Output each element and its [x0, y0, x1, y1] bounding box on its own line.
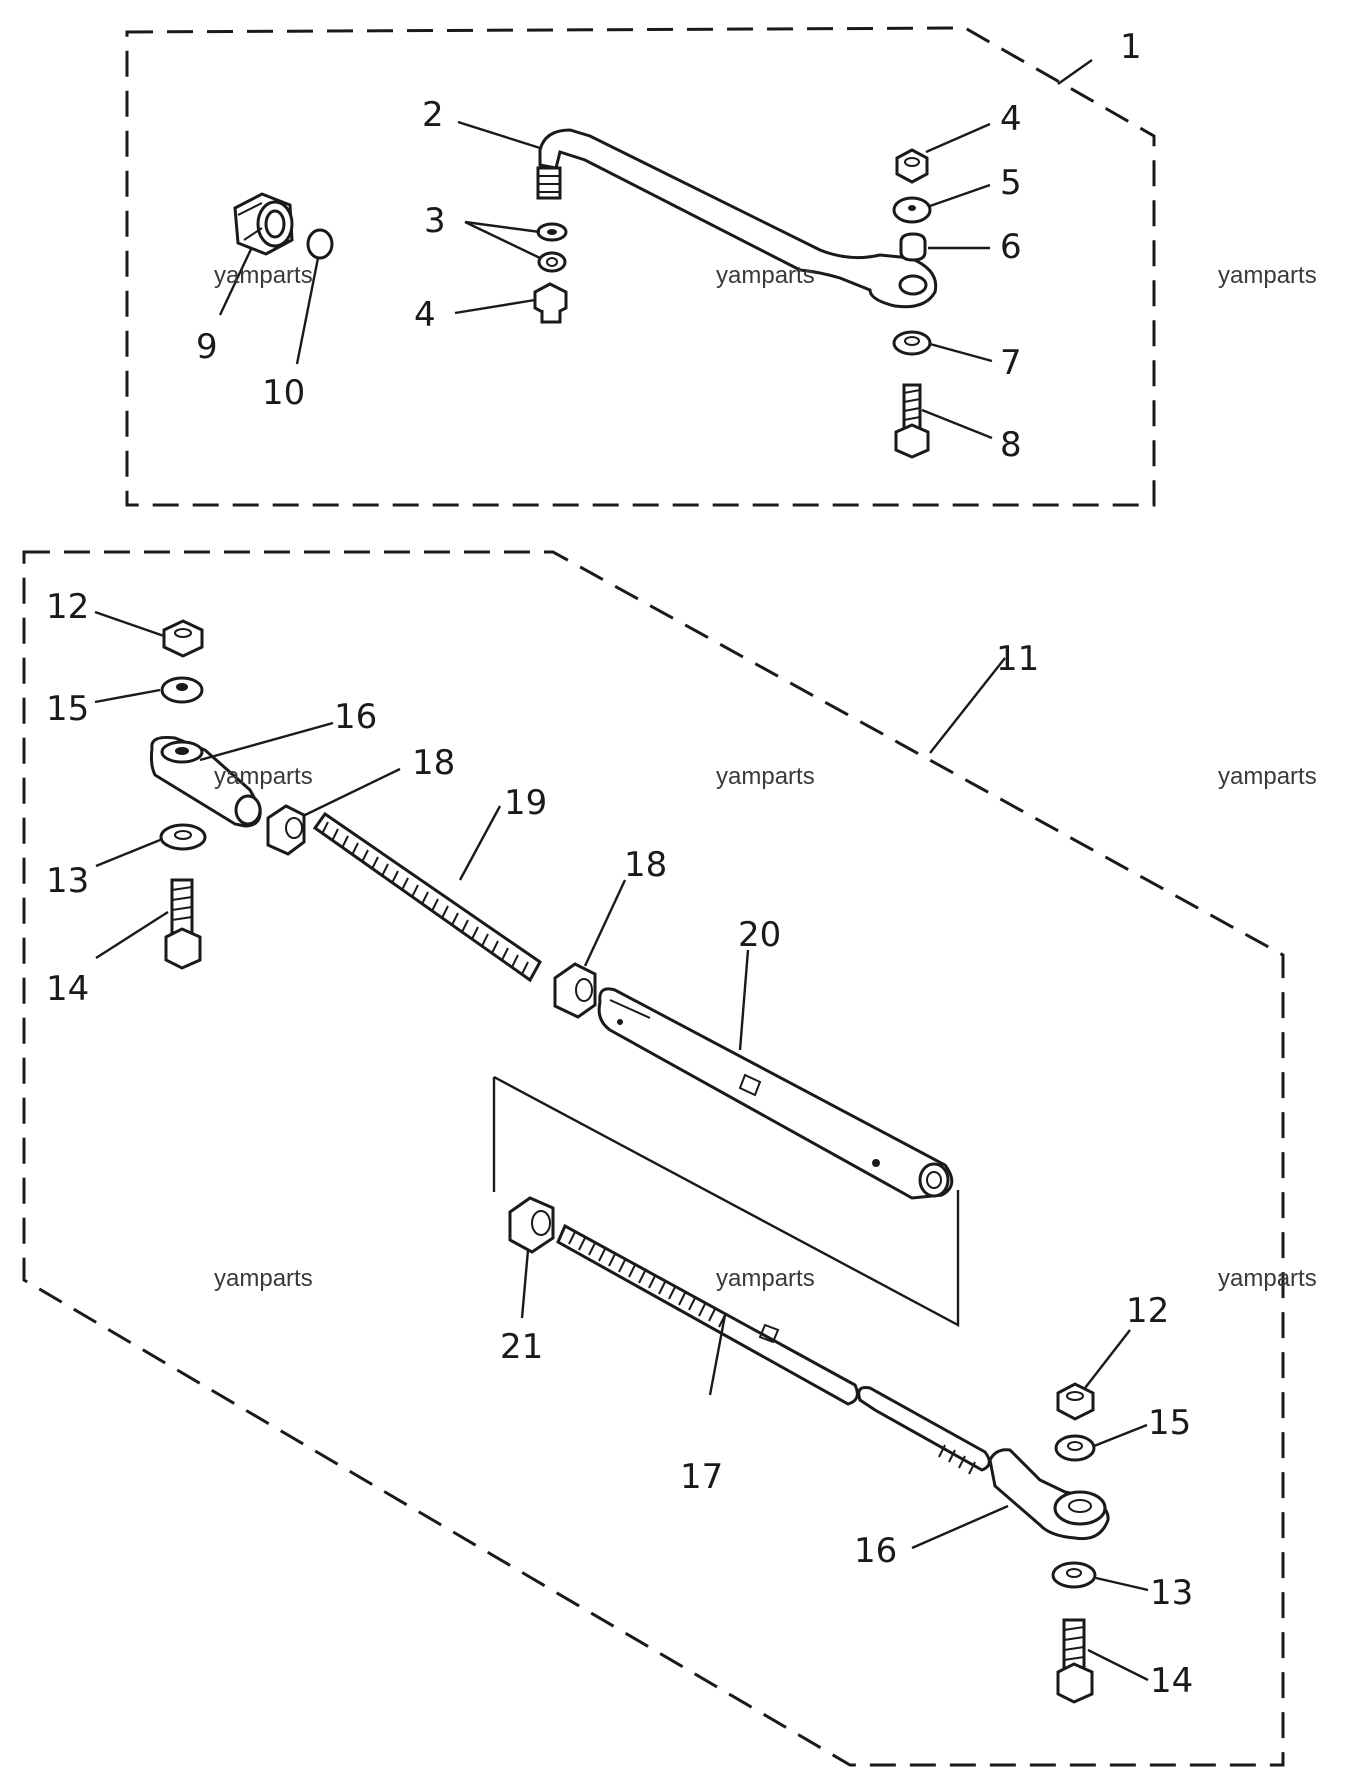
- part-16-rod-end-right: [988, 1448, 1110, 1541]
- part-3-washers: [536, 222, 568, 273]
- callout-19: 19: [504, 783, 547, 823]
- callout-16-left: 16: [334, 697, 377, 737]
- callout-14-right: 14: [1150, 1661, 1193, 1701]
- watermark: yamparts: [214, 763, 313, 790]
- group-11-outline: [22, 550, 1285, 1767]
- part-14-bolt-right: [1056, 1618, 1094, 1704]
- part-14-bolt-left: [164, 878, 202, 970]
- part-16-rod-end-left: [149, 736, 262, 828]
- watermark: yamparts: [716, 1265, 815, 1292]
- callout-15-right: 15: [1148, 1403, 1191, 1443]
- part-18-nut-middle: [553, 962, 597, 1019]
- part-4-nut-right: [895, 148, 929, 184]
- callout-2: 2: [422, 95, 444, 135]
- callout-labels: 1 2 3 4 4 5 6 7 8 9 10 11 12 15 16 18 19…: [46, 27, 1193, 1701]
- watermark: yamparts: [1218, 1265, 1317, 1292]
- watermarks: yamparts yamparts yamparts yamparts yamp…: [214, 262, 1317, 1292]
- part-12-nut-left: [162, 619, 204, 658]
- part-20-tube: [597, 987, 954, 1200]
- callout-13-right: 13: [1150, 1573, 1193, 1613]
- part-6-collar: [899, 232, 927, 262]
- part-18-nut-left: [266, 804, 306, 856]
- part-21-nut: [508, 1196, 555, 1254]
- part-13-washer-right: [1051, 1561, 1097, 1589]
- callout-18-middle: 18: [624, 845, 667, 885]
- part-10-o-ring: [306, 228, 334, 260]
- callout-5: 5: [1000, 163, 1022, 203]
- callout-11: 11: [996, 639, 1039, 679]
- callout-12-right: 12: [1126, 1291, 1169, 1331]
- leader-lines: [94, 59, 1149, 1682]
- callout-21: 21: [500, 1327, 543, 1367]
- callout-6: 6: [1000, 227, 1022, 267]
- watermark: yamparts: [716, 262, 815, 289]
- group-1-outline: [125, 26, 1156, 507]
- watermark: yamparts: [1218, 763, 1317, 790]
- part-9-cap-nut: [233, 192, 294, 256]
- watermark: yamparts: [214, 262, 313, 289]
- part-15-collar-right: [1054, 1434, 1096, 1462]
- part-7-washer: [892, 330, 932, 356]
- part-17-adjuster-rod: [556, 1223, 991, 1475]
- callout-7: 7: [1000, 343, 1022, 383]
- callout-17: 17: [680, 1457, 723, 1497]
- callout-14-left: 14: [46, 969, 89, 1009]
- part-13-washer-left: [159, 823, 207, 851]
- part-8-bolt: [894, 383, 930, 459]
- callout-9: 9: [196, 327, 218, 367]
- assembly-bracket: [492, 1075, 960, 1328]
- callout-1: 1: [1120, 27, 1142, 67]
- part-4-nut-left: [533, 282, 568, 324]
- callout-3: 3: [424, 201, 446, 241]
- part-2-link-rod: [536, 128, 938, 309]
- part-19-threaded-rod: [312, 811, 542, 983]
- callout-16-right: 16: [854, 1531, 897, 1571]
- part-15-collar-left: [160, 676, 204, 704]
- watermark: yamparts: [214, 1265, 313, 1292]
- part-5-washer: [892, 196, 932, 224]
- callout-15-left: 15: [46, 689, 89, 729]
- watermark: yamparts: [1218, 262, 1317, 289]
- callout-18-left: 18: [412, 743, 455, 783]
- watermark: yamparts: [716, 763, 815, 790]
- callout-4-right: 4: [1000, 99, 1022, 139]
- part-12-nut-right: [1056, 1382, 1095, 1421]
- callout-4-left: 4: [414, 295, 436, 335]
- callout-13-left: 13: [46, 861, 89, 901]
- callout-12-left: 12: [46, 587, 89, 627]
- callout-8: 8: [1000, 425, 1022, 465]
- callout-10: 10: [262, 373, 305, 413]
- callout-20: 20: [738, 915, 781, 955]
